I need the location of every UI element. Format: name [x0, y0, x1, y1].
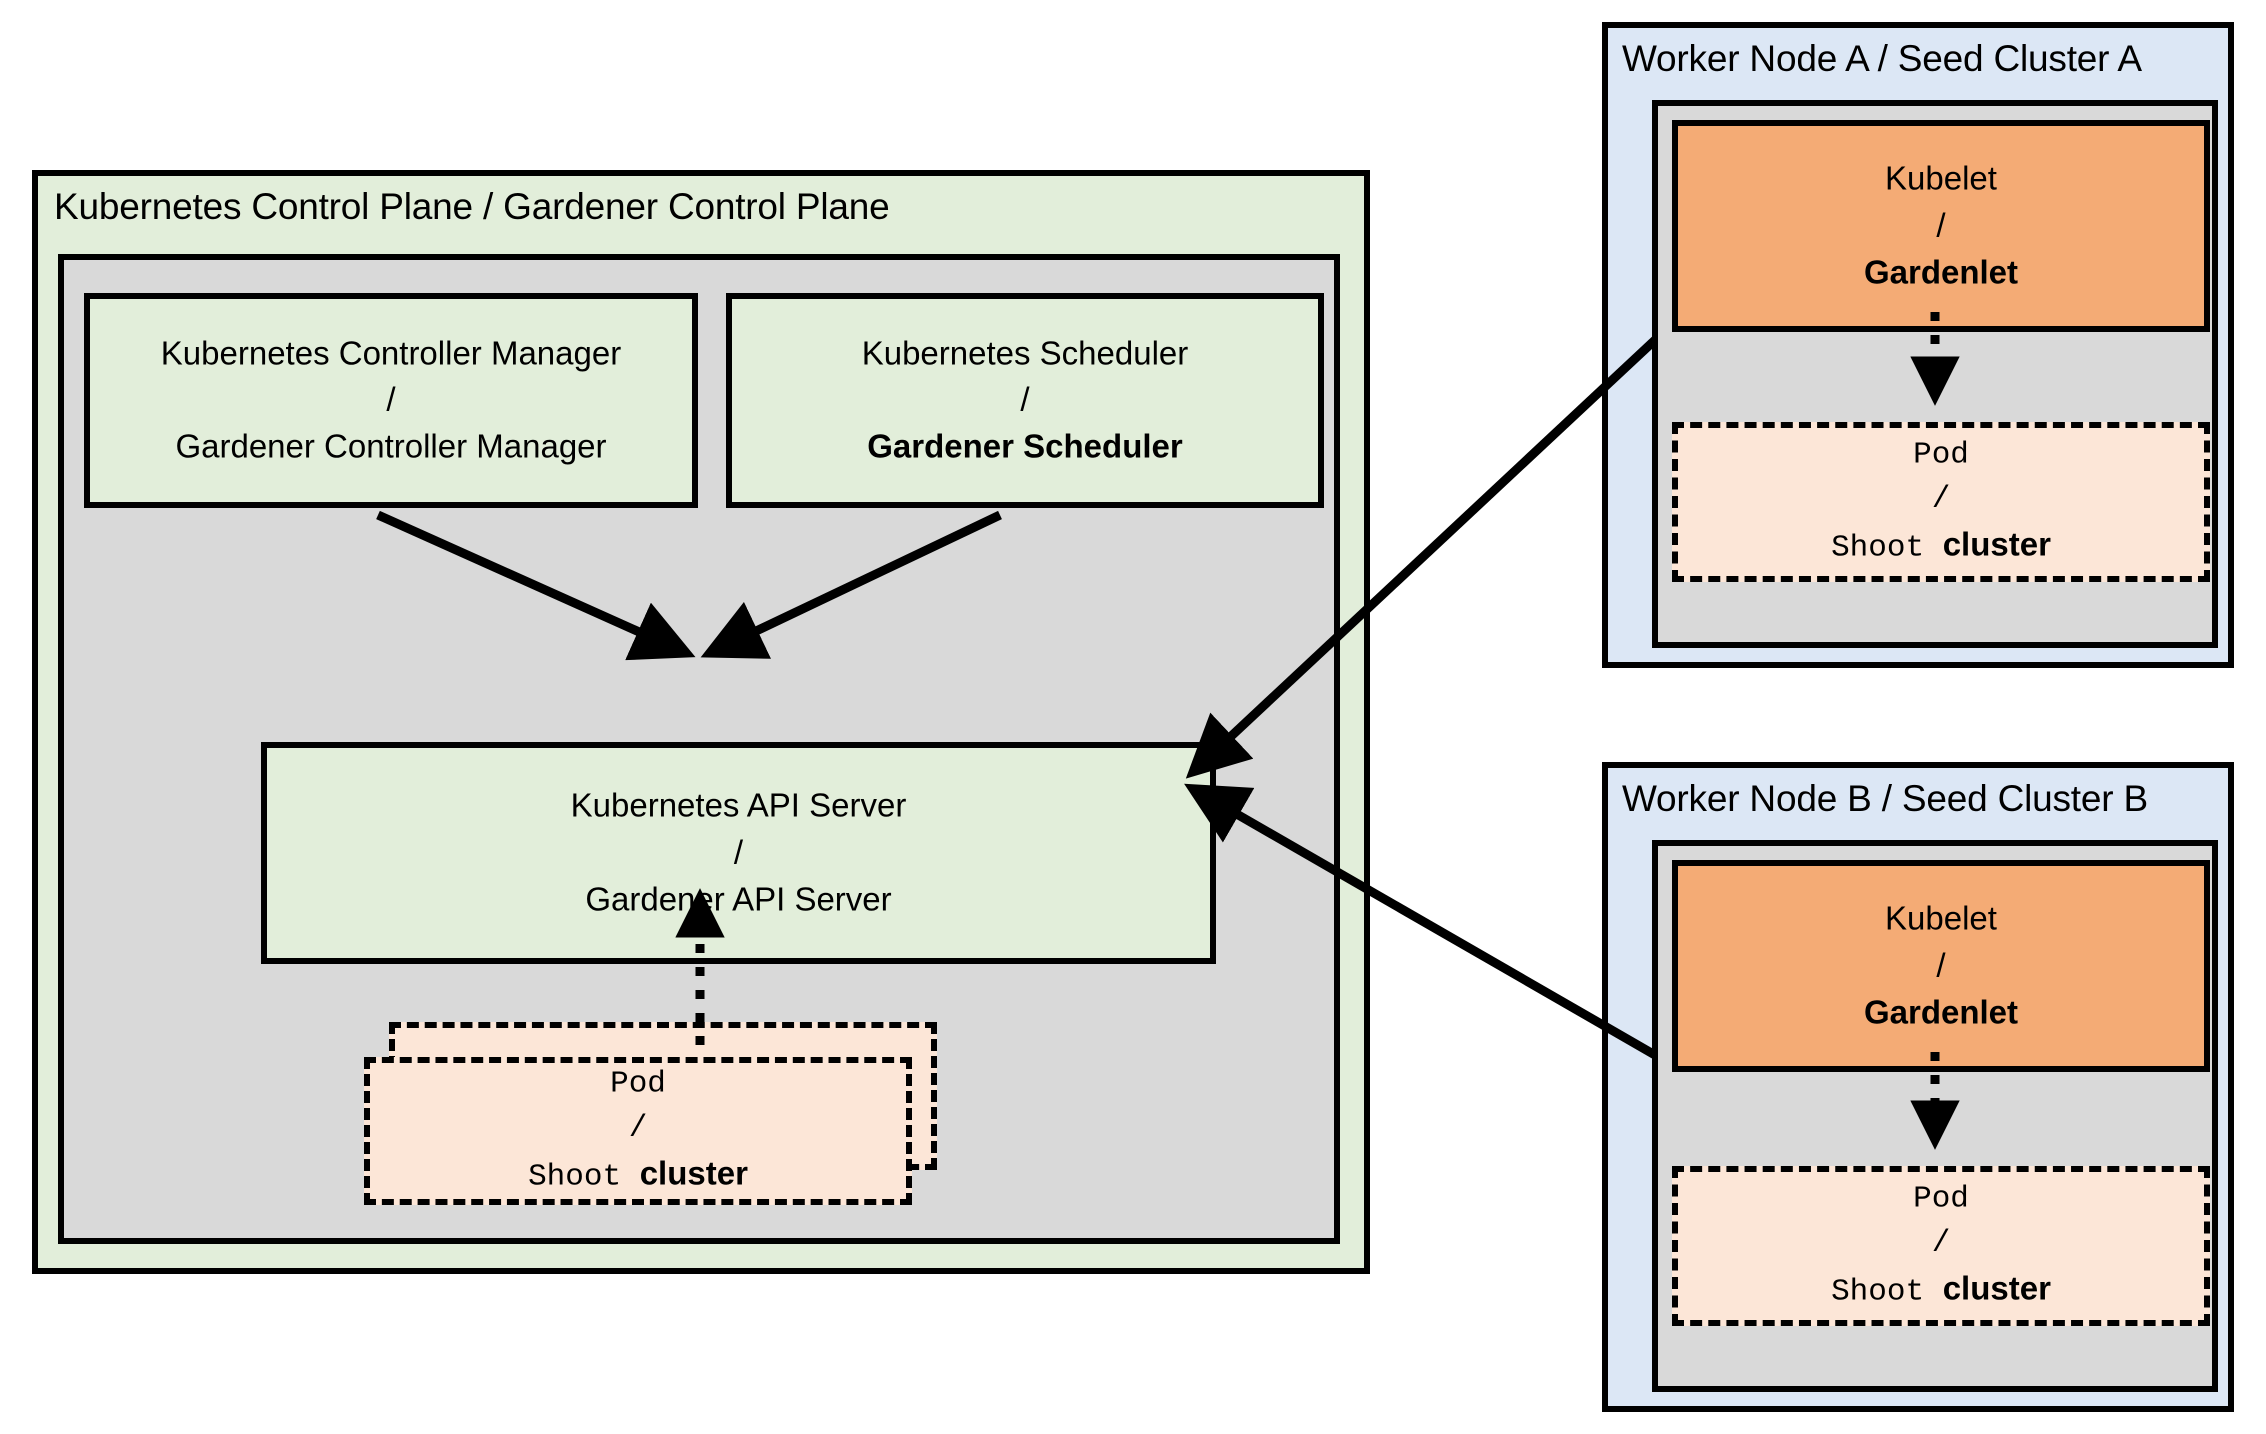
api-server-line2: Gardener API Server — [585, 880, 892, 918]
worker-node-b-title: Worker Node B / Seed Cluster B — [1622, 778, 2148, 819]
pod-b-line1: Pod — [1913, 1181, 1969, 1217]
node-kubernetes-scheduler[interactable]: Kubernetes Scheduler / Gardener Schedule… — [726, 293, 1324, 508]
controller-manager-line2: Gardener Controller Manager — [175, 427, 607, 465]
control-plane-pod-line2: Shoot cluster — [370, 1151, 906, 1200]
pod-a-line2-bold: cluster — [1942, 525, 2051, 563]
pod-a-line1: Pod — [1913, 437, 1969, 473]
node-kubelet-gardenlet-b[interactable]: Kubelet / Gardenlet — [1672, 860, 2210, 1072]
node-pod-shoot-cluster-b[interactable]: Pod / Shoot cluster — [1672, 1166, 2210, 1326]
control-plane-pod-line1: Pod — [610, 1066, 666, 1102]
pod-b-line2-regular: Shoot — [1831, 1274, 1943, 1310]
pod-b-text: Pod / Shoot cluster — [1678, 1177, 2204, 1314]
control-plane-pod-line2-regular: Shoot — [528, 1159, 640, 1195]
kubelet-b-line2: Gardenlet — [1863, 993, 2019, 1031]
node-kubelet-gardenlet-a[interactable]: Kubelet / Gardenlet — [1672, 120, 2210, 332]
api-server-separator: / — [733, 833, 744, 871]
control-plane-pod-separator: / — [628, 1110, 648, 1146]
node-pod-shoot-cluster-a[interactable]: Pod / Shoot cluster — [1672, 422, 2210, 582]
pod-a-line2: Shoot cluster — [1678, 522, 2204, 571]
kubelet-b-text: Kubelet / Gardenlet — [1678, 896, 2204, 1037]
kubelet-a-text: Kubelet / Gardenlet — [1678, 156, 2204, 297]
pod-a-line2-regular: Shoot — [1831, 530, 1943, 566]
pod-b-separator: / — [1931, 1225, 1951, 1261]
pod-b-line2-bold: cluster — [1942, 1269, 2051, 1307]
scheduler-line2: Gardener Scheduler — [867, 427, 1183, 465]
control-plane-title: Kubernetes Control Plane / Gardener Cont… — [54, 186, 890, 227]
node-pod-shoot-cluster-control-plane[interactable]: Pod / Shoot cluster — [364, 1057, 912, 1205]
worker-node-b-inner-region: Kubelet / Gardenlet Pod / Shoot cluster — [1652, 840, 2218, 1392]
kubelet-b-line1: Kubelet — [1885, 899, 1997, 937]
scheduler-line1: Kubernetes Scheduler — [861, 334, 1189, 372]
kubelet-a-line2: Gardenlet — [1863, 253, 2019, 291]
control-plane-group: Kubernetes Control Plane / Gardener Cont… — [32, 170, 1370, 1274]
api-server-line1: Kubernetes API Server — [570, 786, 907, 824]
worker-node-a-group: Worker Node A / Seed Cluster A Kubelet /… — [1602, 22, 2234, 668]
node-kubernetes-controller-manager[interactable]: Kubernetes Controller Manager / Gardener… — [84, 293, 698, 508]
control-plane-pod-text: Pod / Shoot cluster — [370, 1062, 906, 1199]
worker-node-b-group: Worker Node B / Seed Cluster B Kubelet /… — [1602, 762, 2234, 1412]
pod-a-text: Pod / Shoot cluster — [1678, 433, 2204, 570]
controller-manager-text: Kubernetes Controller Manager / Gardener… — [90, 330, 692, 471]
scheduler-text: Kubernetes Scheduler / Gardener Schedule… — [732, 330, 1318, 471]
control-plane-inner-region: Kubernetes Controller Manager / Gardener… — [58, 254, 1340, 1244]
control-plane-pod-line2-bold: cluster — [639, 1154, 748, 1192]
kubelet-a-separator: / — [1936, 206, 1946, 244]
pod-a-separator: / — [1931, 481, 1951, 517]
pod-b-line2: Shoot cluster — [1678, 1266, 2204, 1315]
node-kubernetes-api-server[interactable]: Kubernetes API Server / Gardener API Ser… — [261, 742, 1216, 964]
scheduler-separator: / — [1020, 381, 1030, 419]
controller-manager-separator: / — [386, 381, 396, 419]
kubelet-b-separator: / — [1936, 946, 1946, 984]
worker-node-a-inner-region: Kubelet / Gardenlet Pod / Shoot cluster — [1652, 100, 2218, 648]
worker-node-a-title: Worker Node A / Seed Cluster A — [1622, 38, 2142, 79]
api-server-text: Kubernetes API Server / Gardener API Ser… — [267, 783, 1210, 924]
controller-manager-line1: Kubernetes Controller Manager — [160, 334, 622, 372]
kubelet-a-line1: Kubelet — [1885, 159, 1997, 197]
